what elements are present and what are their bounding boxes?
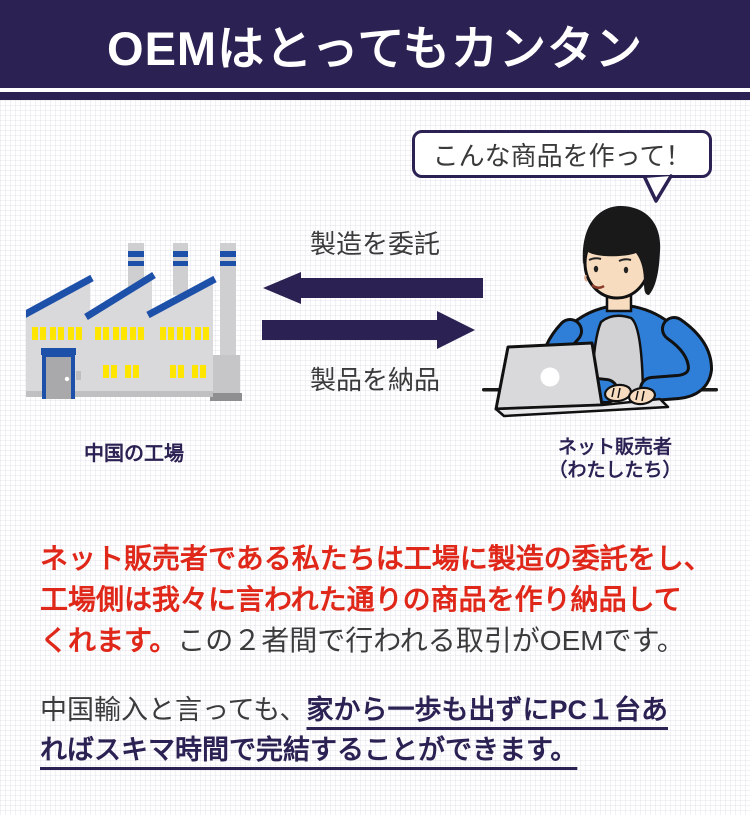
text-line: 工場側は我々に言われた通りの商品を作り納品して [40, 579, 720, 620]
text-line: 中国輸入と言っても、家から一歩も出ずにPC１台あ [40, 690, 720, 730]
factory-chimneys [128, 243, 242, 401]
text-segment-emphasis: ればスキマ時間で完結することができます。 [40, 735, 578, 765]
arrow-to-seller-label: 製品を納品 [309, 365, 440, 395]
text-segment-dark: この２者間で行われる取引がOEMです。 [177, 625, 685, 656]
laptop-icon [494, 341, 670, 418]
text-line: ればスキマ時間で完結することができます。 [40, 730, 720, 770]
exchange-arrows [262, 272, 483, 349]
text-segment-dark: 中国輸入と言っても、 [40, 695, 307, 725]
factory-illustration [26, 243, 242, 401]
page-title: OEMはとってもカンタン [107, 21, 643, 75]
text-segment-red: くれます。 [40, 625, 178, 656]
text-line: ネット販売者である私たちは工場に製造の委託をし、 [40, 538, 720, 579]
text-segment-red: ネット販売者である私たちは工場に製造の委託をし、 [40, 543, 712, 574]
seller-label: ネット販売者 （わたしたち） [515, 436, 715, 482]
speech-bubble-tail-icon [643, 174, 673, 203]
arrow-to-factory-label: 製造を委託 [309, 229, 440, 259]
paragraph-import-benefit: 中国輸入と言っても、家から一歩も出ずにPC１台あればスキマ時間で完結することがで… [40, 690, 720, 770]
seller-label-line2: （わたしたち） [548, 460, 682, 481]
factory-label: 中国の工場 [84, 443, 184, 465]
text-segment-red: 工場側は我々に言われた通りの商品を作り納品して [40, 584, 682, 615]
header-divider-line [0, 88, 750, 92]
text-line: くれます。この２者間で行われる取引がOEMです。 [40, 620, 720, 661]
person-at-laptop-illustration [482, 205, 718, 418]
arrow-right-icon [262, 311, 475, 349]
header-banner: OEMはとってもカンタン [0, 0, 750, 100]
factory-door [41, 348, 81, 399]
speech-bubble: こんな商品を作って！ [412, 130, 712, 178]
speech-bubble-text: こんな商品を作って！ [432, 140, 692, 171]
arrow-left-icon [263, 272, 483, 304]
paragraph-oem-explanation: ネット販売者である私たちは工場に製造の委託をし、工場側は我々に言われた通りの商品… [40, 538, 720, 661]
text-segment-emphasis: 家から一歩も出ずにPC１台あ [306, 695, 669, 725]
seller-label-line1: ネット販売者 [557, 437, 672, 458]
